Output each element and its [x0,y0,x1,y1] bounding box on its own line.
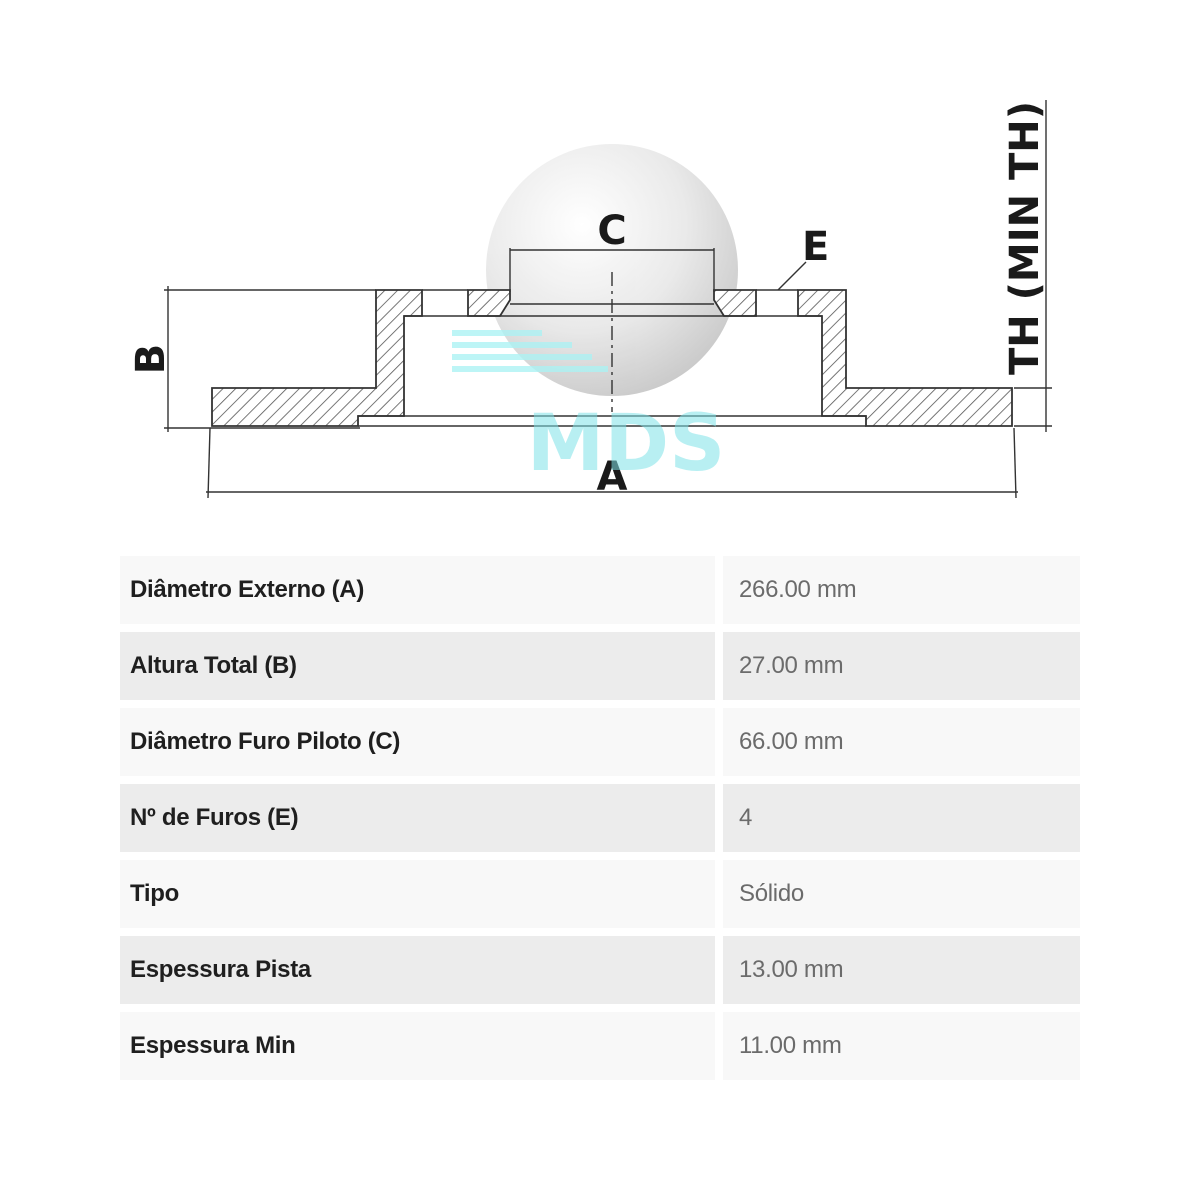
spec-value: 266.00 mm [723,556,1080,624]
watermark-text: MDS [527,399,726,489]
table-row: Nº de Furos (E) 4 [120,784,1080,852]
spec-label: Altura Total (B) [120,632,723,700]
spec-label: Tipo [120,860,723,928]
label-e: E [802,224,829,270]
disc-body-section [211,289,423,427]
spec-label: Nº de Furos (E) [120,784,723,852]
table-row: Altura Total (B) 27.00 mm [120,632,1080,700]
spec-value: 11.00 mm [723,1012,1080,1080]
table-row: Diâmetro Externo (A) 266.00 mm [120,556,1080,624]
spec-value: 4 [723,784,1080,852]
disc-outline [358,289,866,427]
disc-body-section-right [797,289,1013,427]
dimension-th [1014,100,1052,432]
spec-label: Diâmetro Furo Piloto (C) [120,708,723,776]
spec-table: Diâmetro Externo (A) 266.00 mm Altura To… [120,548,1080,1088]
spec-value: Sólido [723,860,1080,928]
label-c: C [597,208,626,254]
leader-e [777,261,807,291]
spec-label: Espessura Pista [120,936,723,1004]
table-row: Tipo Sólido [120,860,1080,928]
table-row: Espessura Pista 13.00 mm [120,936,1080,1004]
label-th-min-th: TH (MIN TH) [1002,101,1048,375]
hub-section-left [467,289,511,317]
brake-disc-diagram: C E B A TH (MIN TH) MDS [128,100,1052,500]
spec-label: Espessura Min [120,1012,723,1080]
label-b: B [128,344,174,375]
table-row: Espessura Min 11.00 mm [120,1012,1080,1080]
watermark-logo [452,144,738,396]
spec-value: 13.00 mm [723,936,1080,1004]
label-a: A [597,454,628,500]
spec-value: 27.00 mm [723,632,1080,700]
table-row: Diâmetro Furo Piloto (C) 66.00 mm [120,708,1080,776]
dimension-c [509,248,715,292]
spec-value: 66.00 mm [723,708,1080,776]
dimension-a [206,427,1018,499]
dimension-b [164,286,376,432]
spec-label: Diâmetro Externo (A) [120,556,723,624]
